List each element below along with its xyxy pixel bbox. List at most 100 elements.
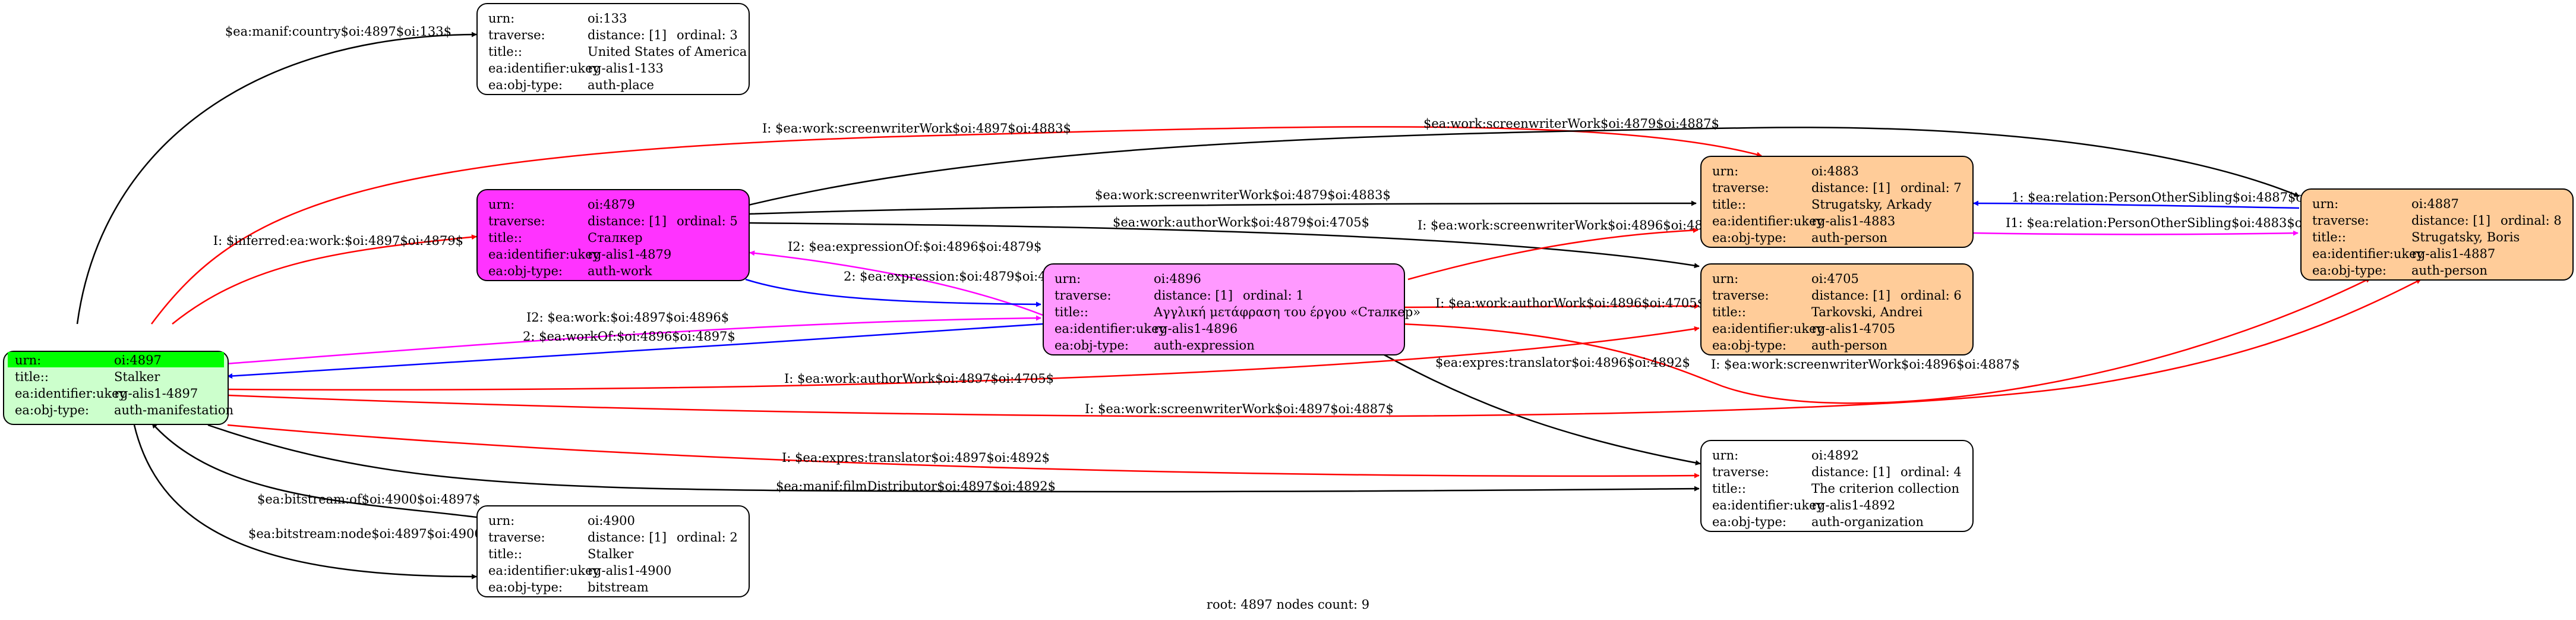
edge-label: I: $ea:expres:translator$oi:4897$oi:4892…: [782, 451, 1050, 465]
field-key: traverse:: [488, 214, 545, 228]
field-key: traverse:: [1712, 288, 1769, 303]
node-oi-4892[interactable]: urn:oi:4892 traverse:distance: [1]ordina…: [1700, 440, 1974, 532]
field-value: The criterion collection: [1811, 481, 1959, 496]
edge-label: $ea:expres:translator$oi:4896$oi:4892$: [1435, 355, 1690, 370]
field-value: distance: [1]: [588, 530, 667, 545]
field-value: distance: [1]: [1811, 288, 1891, 303]
field-value: Stalker: [114, 370, 160, 384]
field-ordinal: ordinal: 6: [1901, 288, 1962, 303]
field-value: rg-alis1-4896: [1154, 322, 1238, 336]
node-oi-4879[interactable]: urn:oi:4879 traverse:distance: [1]ordina…: [476, 189, 750, 281]
field-key: title::: [1712, 481, 1746, 496]
field-value: oi:4705: [1811, 272, 1859, 286]
field-value: rg-alis1-133: [588, 61, 664, 75]
edge-work-4897-4896: [225, 315, 1041, 365]
edge-label: I: $inferred:ea:work:$oi:4897$oi:4879$: [213, 234, 463, 248]
edge-label: 2: $ea:expression:$oi:4879$oi:4896$: [844, 269, 1078, 284]
field-value: bitstream: [588, 580, 649, 594]
edge-label: I: $ea:work:screenwriterWork$oi:4897$oi:…: [762, 121, 1071, 136]
node-oi-4897-root[interactable]: urn:oi:4897 title::Stalker ea:identifier…: [3, 351, 233, 425]
edge-screenwriter-4879-4887: [748, 127, 2300, 206]
node-oi-4705[interactable]: urn: oi:4705 traverse: distance: [1] ordina…: [1700, 263, 1974, 355]
edge-translator-4897-4892: [227, 424, 1700, 479]
field-key: traverse:: [1712, 465, 1769, 479]
field-value: distance: [1]: [588, 28, 667, 42]
field-key: ea:obj-type:: [1712, 338, 1786, 353]
field-value: distance: [1]: [1154, 288, 1233, 303]
edge-label: $ea:bitstream:node$oi:4897$oi:4900$: [248, 527, 490, 541]
field-key: urn:: [1712, 164, 1739, 178]
field-key: ea:obj-type:: [15, 403, 89, 417]
edge-bitstream-node-4897-4900: [133, 424, 477, 580]
field-key: ea:obj-type:: [1055, 338, 1129, 353]
node-oi-133[interactable]: urn: oi:133 traverse: distance: [1] ordinal…: [476, 3, 750, 95]
field-key: traverse:: [488, 530, 545, 545]
edge-label: I2: $ea:expressionOf:$oi:4896$oi:4879$: [788, 240, 1041, 254]
field-key: urn:: [1055, 272, 1081, 286]
field-value: oi:4900: [588, 514, 635, 528]
edge-label: $ea:work:screenwriterWork$oi:4879$oi:488…: [1423, 117, 1719, 131]
field-value: rg-alis1-4879: [588, 247, 672, 262]
field-value: distance: [1]: [588, 214, 667, 228]
field-key: ea:identifier:ukey: [488, 247, 600, 262]
field-ordinal: ordinal: 8: [2501, 213, 2562, 228]
field-value: Αγγλική μετάφραση του έργου «Сталкер»: [1154, 305, 1421, 319]
edge-label: $ea:manif:filmDistributor$oi:4897$oi:489…: [776, 479, 1056, 493]
field-ordinal: ordinal: 2: [677, 530, 738, 545]
field-key: ea:identifier:ukey: [1712, 214, 1824, 228]
field-value: rg-alis1-4887: [2411, 247, 2496, 261]
field-key: urn:: [488, 11, 515, 26]
field-ordinal: ordinal: 7: [1901, 181, 1962, 195]
edge-label: 1: $ea:relation:PersonOtherSibling$oi:48…: [2012, 190, 2351, 204]
field-key: ea:identifier:ukey: [488, 564, 600, 578]
field-key: traverse:: [2312, 213, 2369, 228]
edge-bitstream-of-4900-4897: [151, 423, 477, 518]
edge-label: I: $ea:work:screenwriterWork$oi:4897$oi:…: [1085, 402, 1394, 416]
edge-expressionof-4896-4879: [749, 250, 1043, 316]
field-value: rg-alis1-4897: [114, 386, 198, 401]
field-key: ea:obj-type:: [2312, 263, 2386, 278]
field-value: auth-person: [1811, 231, 1887, 245]
field-value: rg-alis1-4900: [588, 564, 672, 578]
edge-screenwriter-4897-4887: [227, 278, 2422, 417]
node-oi-4900[interactable]: urn: oi:4900 traverse: distance: [1] ordina…: [476, 505, 750, 597]
edge-manif-country: [76, 32, 477, 325]
edge-sibling-4887-4883: [1973, 200, 2300, 209]
field-key: urn:: [1712, 272, 1739, 286]
field-key: urn:: [488, 197, 515, 212]
field-value: oi:133: [588, 11, 627, 26]
field-ordinal: ordinal: 3: [677, 28, 738, 42]
node-oi-4887[interactable]: urn:oi:4887 traverse:distance: [1]ordina…: [2300, 188, 2574, 281]
edge-label: I: $ea:work:screenwriterWork$oi:4896$oi:…: [1418, 218, 1726, 232]
field-key: title::: [488, 547, 522, 561]
field-key: traverse:: [488, 28, 545, 42]
field-key: urn:: [1712, 448, 1739, 462]
edge-label: 2: $ea:workOf:$oi:4896$oi:4897$: [523, 329, 735, 344]
field-value: distance: [1]: [1811, 181, 1891, 195]
node-oi-4896[interactable]: urn:oi:4896 traverse:distance: [1]ordina…: [1043, 263, 1420, 355]
edge-label: $ea:work:screenwriterWork$oi:4879$oi:488…: [1095, 188, 1391, 202]
field-value: rg-alis1-4883: [1811, 214, 1896, 228]
edge-author-4897-4705: [227, 326, 1700, 391]
edge-inferred-work-4897-4879: [172, 234, 477, 325]
field-key: title::: [488, 231, 522, 245]
field-key: title::: [1712, 197, 1746, 212]
field-value: auth-place: [588, 78, 654, 92]
edge-label: I1: $ea:relation:PersonOtherSibling$oi:4…: [2006, 216, 2350, 230]
field-key: ea:obj-type:: [488, 264, 563, 278]
field-key: urn:: [488, 514, 515, 528]
field-value: Strugatsky, Boris: [2411, 230, 2520, 244]
edge-label: I: $ea:work:authorWork$oi:4896$oi:4705$: [1435, 296, 1705, 310]
field-key: ea:identifier:ukey: [1055, 322, 1166, 336]
field-key: ea:identifier:ukey: [2312, 247, 2424, 261]
field-key: title::: [2312, 230, 2346, 244]
node-oi-4883[interactable]: urn:oi:4883 traverse:distance: [1]ordina…: [1700, 156, 1974, 248]
edge-workof-4896-4897: [227, 323, 1043, 379]
field-value: distance: [1]: [2411, 213, 2491, 228]
field-value: oi:4879: [588, 197, 635, 212]
field-key: ea:obj-type:: [1712, 515, 1786, 529]
field-ordinal: ordinal: 1: [1243, 288, 1304, 303]
field-key: ea:obj-type:: [1712, 231, 1786, 245]
field-key: urn:: [15, 353, 42, 367]
